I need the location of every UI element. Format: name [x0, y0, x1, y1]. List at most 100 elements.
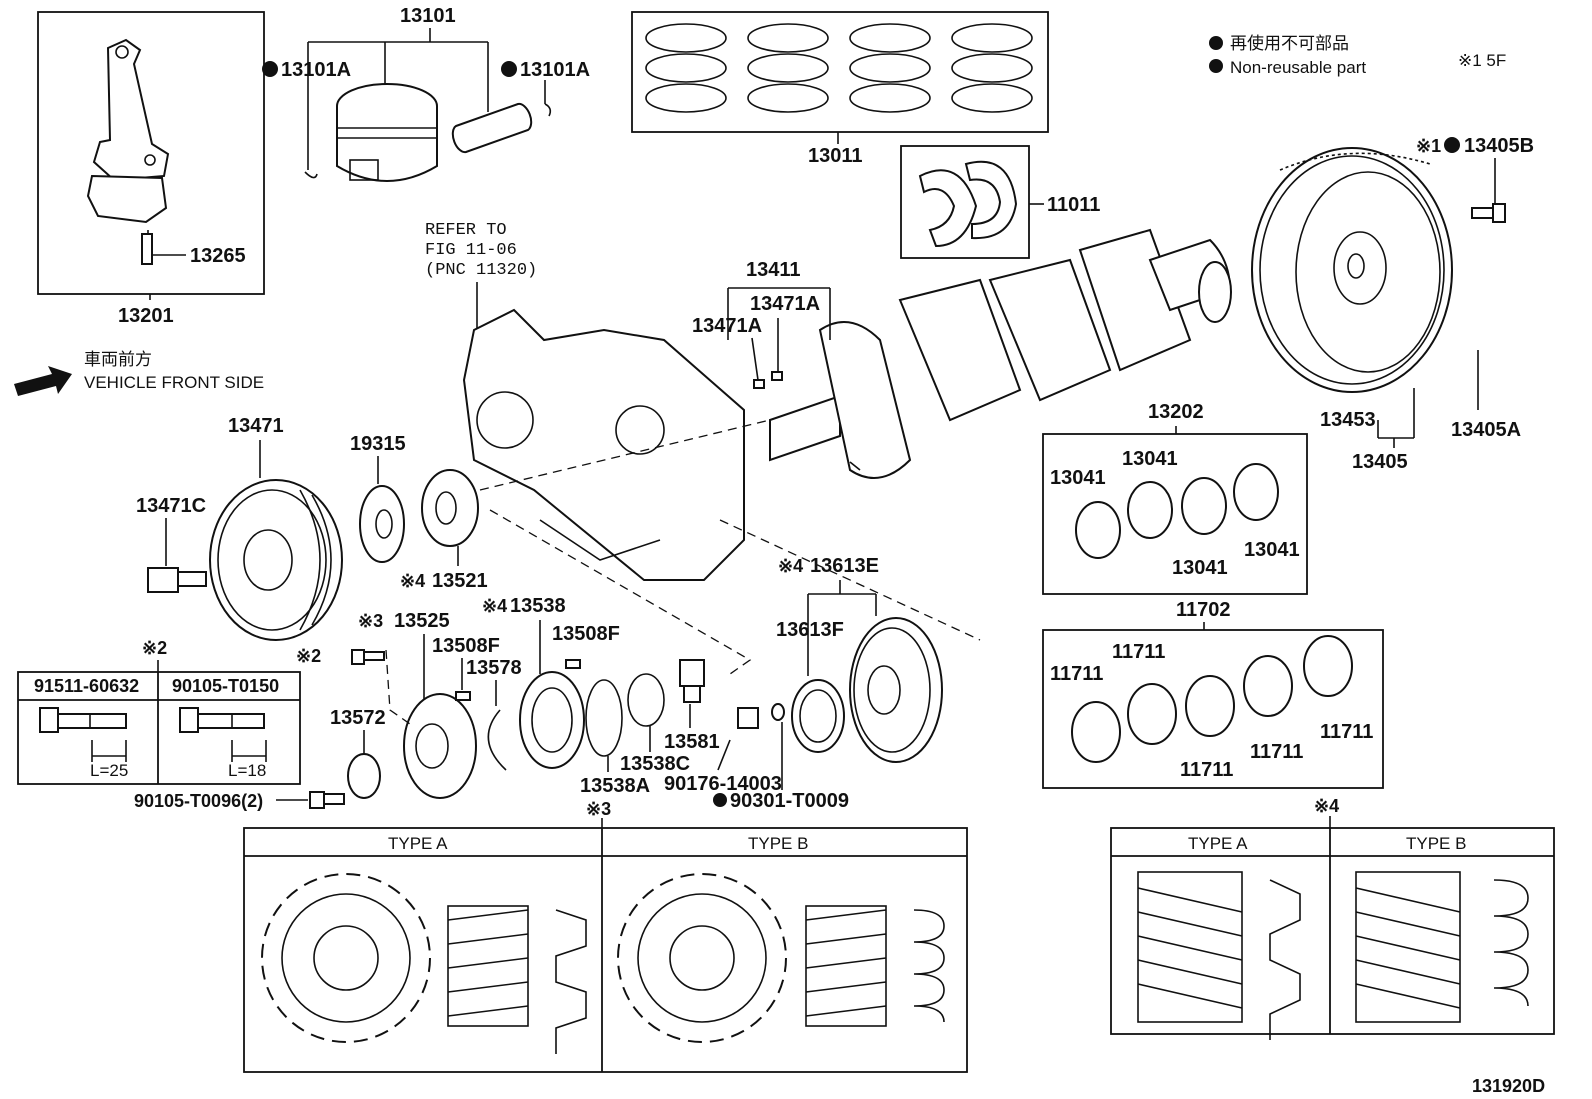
part-11711-2[interactable]: 11711 [1112, 641, 1165, 663]
part-13581[interactable]: 13581 [664, 731, 720, 753]
legend-jp: 再使用不可部品 [1230, 33, 1349, 53]
pulley-bolt-drawing [147, 567, 207, 593]
gear-13538-drawing [519, 671, 585, 769]
thrust-washer-drawing [918, 160, 1018, 248]
part-13101A-right[interactable]: 13101A [520, 59, 590, 81]
type-box-right [1110, 827, 1555, 1035]
bolt-90105-T0150-drawing [179, 707, 267, 762]
piston-pin-drawing [451, 102, 552, 154]
part-13471A-a[interactable]: 13471A [692, 315, 762, 337]
part-13411[interactable]: 13411 [746, 259, 801, 281]
part-13471A-b[interactable]: 13471A [750, 293, 820, 315]
type-left-b: TYPE B [748, 834, 808, 853]
legend-en: Non-reusable part [1230, 58, 1366, 77]
plug-90176-drawing [737, 707, 759, 729]
crankshaft-drawing [769, 228, 1232, 479]
part-13041-2[interactable]: 13041 [1122, 448, 1178, 470]
mark-3-bottom: ※3 [586, 799, 611, 819]
part-13265[interactable]: 13265 [190, 245, 246, 267]
oil-seal-drawing [791, 679, 845, 753]
part-13405[interactable]: 13405 [1352, 451, 1408, 473]
part-13405A[interactable]: 13405A [1451, 419, 1521, 441]
part-13011[interactable]: 13011 [808, 145, 863, 167]
part-11011[interactable]: 11011 [1047, 194, 1100, 216]
part-11711-4[interactable]: 11711 [1250, 741, 1303, 763]
part-13101A-left[interactable]: 13101A [281, 59, 351, 81]
refer-line2: FIG 11-06 [425, 241, 517, 260]
part-90105-T0096[interactable]: 90105-T0096(2) [134, 791, 263, 811]
part-11702[interactable]: 11702 [1176, 599, 1231, 621]
key-b [771, 371, 783, 381]
bolt-table-len1: L=25 [90, 761, 128, 780]
part-90176[interactable]: 90176-14003 [664, 773, 782, 795]
bolt-table-len2: L=18 [228, 761, 266, 780]
bolt-table-col1[interactable]: 91511-60632 [34, 676, 139, 696]
mark-13521: ※4 [400, 571, 425, 591]
legend-dot [1209, 36, 1223, 50]
part-13521[interactable]: 13521 [432, 570, 488, 592]
bolt-table-col2[interactable]: 90105-T0150 [172, 676, 279, 696]
part-13572[interactable]: 13572 [330, 707, 386, 729]
part-90301[interactable]: 90301-T0009 [730, 790, 849, 812]
part-13201[interactable]: 13201 [118, 305, 174, 327]
balancer-gear-drawing [849, 617, 943, 763]
non-reusable-dot [501, 61, 517, 77]
part-13471C[interactable]: 13471C [136, 495, 206, 517]
snap-ring-13578-drawing [487, 709, 507, 771]
non-reusable-dot [1444, 137, 1460, 153]
type-box-left [243, 827, 968, 1073]
bearing-set-13041 [1075, 463, 1279, 559]
type-a-sprocket-drawing [261, 873, 587, 1054]
non-reusable-dot [262, 61, 278, 77]
pin-13508F-b [565, 659, 581, 669]
bearing-box-11702 [1042, 629, 1384, 789]
type-right-a: TYPE A [1188, 834, 1248, 853]
part-13538C[interactable]: 13538C [620, 753, 690, 775]
part-13405B[interactable]: 13405B [1464, 135, 1534, 157]
part-13471[interactable]: 13471 [228, 415, 284, 437]
part-11711-5[interactable]: 11711 [1320, 721, 1373, 743]
refer-line1: REFER TO [425, 221, 507, 240]
part-13578[interactable]: 13578 [466, 657, 522, 679]
type-right-b: TYPE B [1406, 834, 1466, 853]
key-a [753, 379, 765, 389]
part-13538[interactable]: 13538 [510, 595, 566, 617]
part-13101[interactable]: 13101 [400, 5, 456, 27]
mark-2-small: ※2 [296, 646, 321, 666]
crank-gear-drawing [421, 469, 479, 547]
mark-13405B: ※1 [1416, 136, 1441, 156]
pin-13508F-a [455, 691, 471, 701]
part-13041-3[interactable]: 13041 [1172, 557, 1228, 579]
part-13613F[interactable]: 13613F [776, 619, 844, 641]
part-13525[interactable]: 13525 [394, 610, 450, 632]
legend-dot [1209, 59, 1223, 73]
part-13613E[interactable]: 13613E [810, 555, 879, 577]
part-13508F-b[interactable]: 13508F [552, 623, 620, 645]
vehicle-front-arrow-icon [14, 366, 72, 396]
ring-13538A-drawing [585, 679, 623, 757]
part-13508F-a[interactable]: 13508F [432, 635, 500, 657]
bolt-90105-T0096-drawing [309, 791, 345, 809]
small-bolt-drawing [351, 649, 385, 665]
bolt-13581-drawing [679, 659, 705, 703]
part-13453[interactable]: 13453 [1320, 409, 1376, 431]
part-13041-1[interactable]: 13041 [1050, 467, 1106, 489]
piston-rings-drawing [645, 23, 1033, 113]
part-13538A[interactable]: 13538A [580, 775, 650, 797]
thrust-washer-box [900, 145, 1030, 259]
bolt-table [17, 671, 301, 785]
gear-13525-drawing [403, 693, 477, 799]
part-13202[interactable]: 13202 [1148, 401, 1204, 423]
type-a-gear-teeth-drawing [1137, 871, 1301, 1040]
part-11711-1[interactable]: 11711 [1050, 663, 1103, 685]
crank-pulley-drawing [209, 479, 343, 641]
flywheel-drawing [1251, 147, 1453, 393]
piston-rings-box [631, 11, 1049, 133]
figure-id: 131920D [1472, 1076, 1545, 1096]
part-19315[interactable]: 19315 [350, 433, 406, 455]
part-11711-3[interactable]: 11711 [1180, 759, 1233, 781]
type-b-sprocket-drawing [617, 873, 945, 1043]
bearing-box-13202 [1042, 433, 1308, 595]
part-13041-4[interactable]: 13041 [1244, 539, 1300, 561]
